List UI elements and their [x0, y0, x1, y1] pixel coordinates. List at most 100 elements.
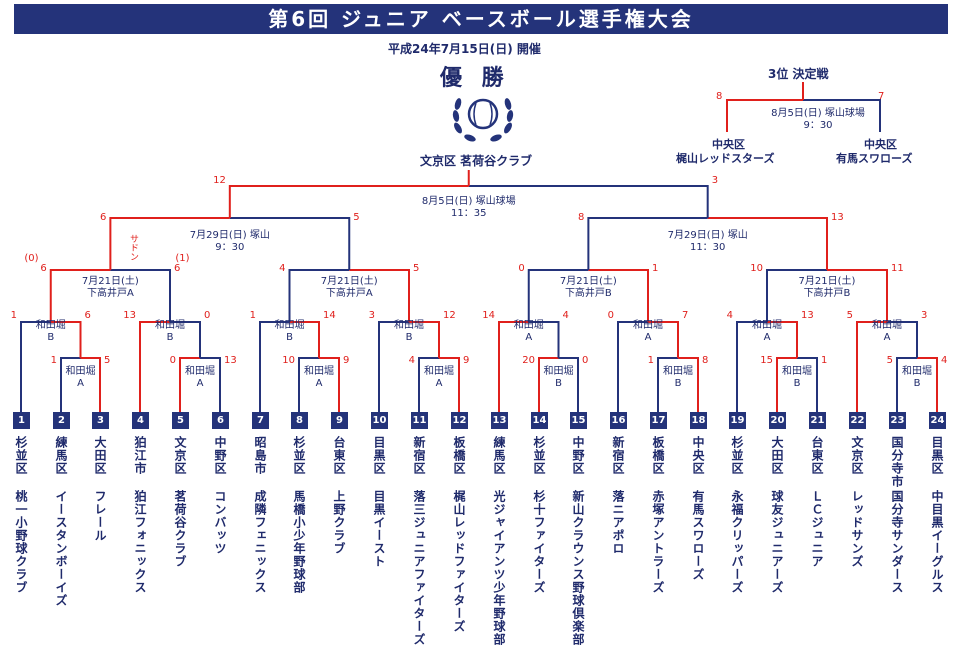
team-ward: 杉並区 [14, 436, 28, 475]
team-ward: 台東区 [810, 436, 824, 475]
team-ward: 板橋区 [452, 436, 466, 475]
score-r2-right: 12 [443, 310, 456, 321]
bracket-line [289, 321, 320, 358]
match-venue-r1: 和田堀 A [185, 366, 215, 389]
team-number-badge: 11 [411, 412, 428, 429]
team-ward: 中央区 [691, 436, 705, 475]
score-r2-left: 14 [482, 310, 495, 321]
score-r2-right: 13 [801, 310, 814, 321]
score-sf-left: 8 [578, 212, 585, 223]
third-right-score: 7 [878, 91, 885, 102]
score-r1-right: 1 [821, 355, 828, 366]
team-number-badge: 20 [769, 412, 786, 429]
sudden-death-note: サドン [128, 234, 138, 261]
score-r2-left: 13 [123, 310, 136, 321]
bracket-line [498, 321, 529, 412]
bracket-line [587, 217, 708, 270]
bracket-line [20, 321, 51, 412]
team-number-badge: 10 [371, 412, 388, 429]
team-name: 茗荷谷クラブ [173, 490, 187, 568]
team-name: 球友ジュニアーズ [770, 490, 784, 594]
team-name: 新山クラウンス野球倶楽部 [571, 490, 585, 646]
team-name: 狛江フォニックス [133, 490, 147, 594]
team-number-badge: 23 [889, 412, 906, 429]
score-r2-right: 0 [204, 310, 211, 321]
champion-team: 文京区 茗荷谷クラブ [420, 154, 533, 168]
bracket-line [657, 357, 678, 412]
team-number-badge: 8 [291, 412, 308, 429]
match-venue-r1: 和田堀 A [424, 366, 454, 389]
team-number-badge: 14 [531, 412, 548, 429]
score-r2-left: 3 [368, 310, 375, 321]
team-name: 赤塚アントラーズ [651, 490, 665, 594]
bracket-line [378, 321, 409, 412]
score-qf-left: 4 [279, 263, 286, 274]
score-r1-right: 9 [343, 355, 350, 366]
bracket-line [259, 321, 290, 412]
score-r2-right: 6 [84, 310, 91, 321]
bracket-line [856, 321, 887, 412]
third-right-team: 有馬スワローズ [836, 152, 913, 165]
team-number-badge: 15 [570, 412, 587, 429]
score-qf-left: 10 [750, 263, 763, 274]
team-name: 桃一小野球クラブ [14, 490, 28, 594]
team-number-badge: 13 [491, 412, 508, 429]
team-name: 上野クラブ [332, 490, 346, 555]
bracket-line [60, 357, 81, 412]
third-left-team: 梶山レッドスターズ [676, 152, 775, 165]
bracket-line [109, 217, 230, 270]
bracket-line [797, 357, 818, 412]
bracket-line [736, 321, 767, 412]
team-name: 永福クリッパーズ [730, 490, 744, 594]
bracket-line [678, 357, 699, 412]
score-r1-right: 8 [702, 355, 709, 366]
score-r2-right: 3 [921, 310, 928, 321]
team-name: 国分寺サンダース [890, 490, 904, 594]
match-venue-r1: 和田堀 B [543, 366, 574, 389]
bracket-line [110, 269, 171, 322]
team-ward: 台東区 [332, 436, 346, 475]
bracket-line [439, 357, 460, 412]
team-name: 目黒イースト [372, 490, 386, 568]
team-ward: 中野区 [571, 436, 585, 475]
bracket-line [827, 269, 888, 322]
bracket-line [49, 269, 111, 322]
score-r1-right: 0 [582, 355, 589, 366]
score-r1-left: 5 [886, 355, 893, 366]
match-venue-quarter: 7月21日(土) 下高井戸B [798, 276, 856, 299]
team-name: 光ジャイアンツ少年野球部 [492, 490, 506, 646]
bracket-line [617, 321, 648, 412]
bracket-line [229, 217, 351, 270]
page-title: 第6回 ジュニア ベースボール選手権大会 [14, 4, 948, 34]
bracket-line [527, 269, 589, 322]
third-left-ward: 中央区 [712, 138, 745, 151]
team-ward: 狛江市 [133, 436, 147, 475]
match-venue-quarter: 7月21日(土) 下高井戸A [81, 276, 139, 299]
team-number-badge: 12 [451, 412, 468, 429]
score-r2-left: 1 [249, 310, 256, 321]
team-name: 成隣フェニックス [253, 490, 267, 594]
bracket-line [803, 99, 881, 132]
bracket-line [80, 357, 101, 412]
third-place-title: 3位 決定戦 [768, 67, 829, 81]
match-venue-final: 8月5日(日) 塚山球場 11：35 [421, 196, 516, 219]
bracket-line [648, 321, 679, 358]
team-number-badge: 18 [690, 412, 707, 429]
pk-qf-left: (0) [24, 253, 39, 264]
bracket-line [776, 357, 797, 412]
match-venue-r1: 和田堀 B [782, 366, 812, 389]
team-number-badge: 3 [92, 412, 109, 429]
bracket-line [200, 357, 221, 412]
team-number-badge: 16 [610, 412, 627, 429]
team-name: 落ニアポロ [611, 490, 625, 555]
bracket-line [409, 321, 440, 358]
team-ward: 文京区 [850, 436, 864, 475]
bracket-line [288, 269, 350, 322]
score-qf-left: 6 [40, 263, 47, 274]
team-number-badge: 5 [172, 412, 189, 429]
team-number-badge: 9 [331, 412, 348, 429]
score-r1-right: 4 [941, 355, 948, 366]
score-final-right: 3 [711, 175, 719, 186]
team-ward: 大田区 [770, 436, 784, 475]
third-left-score: 8 [716, 91, 723, 102]
